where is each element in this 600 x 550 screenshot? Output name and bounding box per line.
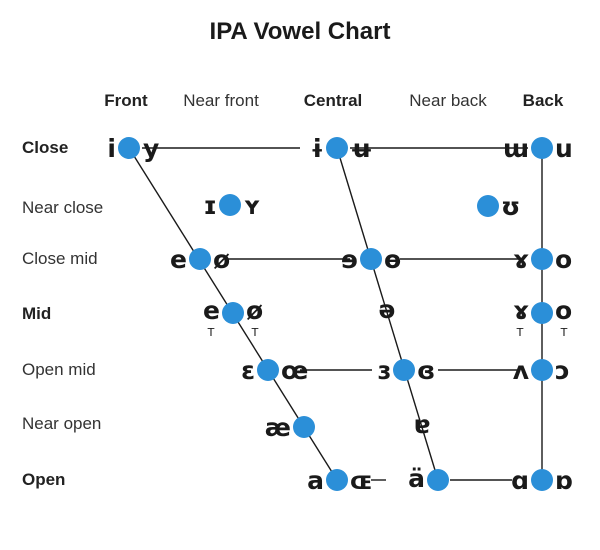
vowel-symbol: e <box>203 296 220 325</box>
vowel-symbol: y <box>143 134 159 163</box>
vowel-symbol: ɶ <box>350 466 373 495</box>
vowel-dot <box>531 302 553 324</box>
vowel-symbol: o <box>555 296 572 325</box>
vowel-symbol: ɘ <box>341 245 358 274</box>
vowel-symbol: ə <box>379 295 396 324</box>
vowel-dot <box>531 469 553 491</box>
vowel-dot <box>531 248 553 270</box>
vowel-close-back: ɯ u <box>503 134 573 163</box>
vowel-near-close-front: ɪ ʏ <box>203 191 261 220</box>
vowel-open-mid-back: ʌ ɔ <box>513 356 570 385</box>
vowel-symbol: ɪ <box>203 191 217 220</box>
column-header-front: Front <box>104 91 148 110</box>
vowel-close-front: i y <box>107 134 159 163</box>
vowel-symbol: ɛ <box>241 356 255 385</box>
vowel-symbol: ɨ <box>310 134 324 163</box>
vowel-dot <box>427 469 449 491</box>
vowel-symbol: ʉ <box>350 134 373 163</box>
vowel-symbol: a <box>307 466 324 495</box>
vowel-symbol: ɞ <box>417 356 435 385</box>
vowel-dot <box>393 359 415 381</box>
vowel-mid-back: ɤ T o T <box>513 296 572 339</box>
chart-title: IPA Vowel Chart <box>209 18 391 45</box>
vowel-symbol: ʏ <box>243 191 261 220</box>
vowel-dot <box>531 137 553 159</box>
row-header-open-mid: Open mid <box>22 360 96 379</box>
vowel-dot <box>222 302 244 324</box>
vowel-close-central: ɨ ʉ <box>310 134 373 163</box>
row-header-close-mid: Close mid <box>22 249 98 268</box>
row-header-open: Open <box>22 470 66 489</box>
vowel-symbol: ɔ <box>555 356 570 385</box>
vowel-dot <box>219 194 241 216</box>
vowel-symbol: o <box>555 245 572 274</box>
vowel-mid-front: e T ø T <box>203 296 263 339</box>
vowel-close-mid-central: ɘ ɵ <box>341 245 401 274</box>
vowel-open-back: ɑ ɒ <box>511 466 573 495</box>
lowered-diacritic: T <box>251 326 259 339</box>
row-header-mid: Mid <box>22 304 52 323</box>
vowel-dot <box>293 416 315 438</box>
vowel-symbol: ɑ <box>511 466 529 495</box>
vowel-symbol: ɯ <box>503 134 529 163</box>
lowered-diacritic: T <box>207 326 215 339</box>
row-header-near-open: Near open <box>22 414 102 433</box>
lowered-diacritic: T <box>560 326 568 339</box>
vowel-symbol: æ <box>265 413 291 442</box>
vowel-open-mid-front: ɛ œ <box>241 356 308 385</box>
vowel-dot <box>257 359 279 381</box>
vowel-near-close-back: ʊ <box>477 192 520 221</box>
vowel-open-front: a ɶ <box>307 466 373 495</box>
vowel-symbol: œ <box>281 356 308 385</box>
vowel-dot <box>189 248 211 270</box>
vowel-open-central: ä <box>408 464 449 493</box>
vowel-symbol: ɜ <box>377 356 391 385</box>
vowel-symbol: ɵ <box>384 245 401 274</box>
vowel-symbol: ä <box>408 464 425 493</box>
vowel-symbol: ø <box>213 245 230 274</box>
vowel-near-open-central: ɐ <box>414 410 431 439</box>
row-header-near-close: Near close <box>22 198 104 217</box>
vowel-near-open-front: æ <box>265 413 315 442</box>
lowered-diacritic: T <box>516 326 524 339</box>
vowel-symbol: ɤ <box>513 245 529 274</box>
vowel-dot <box>326 469 348 491</box>
central-line <box>336 147 439 481</box>
vowel-symbol: u <box>555 134 573 163</box>
vowel-symbol: e <box>170 245 187 274</box>
vowel-symbol: ʊ <box>501 192 520 221</box>
vowel-symbol: ɤ <box>513 296 529 325</box>
vowel-close-mid-back: ɤ o <box>513 245 572 274</box>
column-header-central: Central <box>303 91 363 110</box>
vowel-dot <box>118 137 140 159</box>
vowel-dot <box>531 359 553 381</box>
vowel-open-mid-central: ɜ ɞ <box>377 356 435 385</box>
column-header-near-front: Near front <box>183 91 259 110</box>
vowel-symbol: ʌ <box>513 356 529 385</box>
vowel-symbol: ɒ <box>555 466 573 495</box>
vowel-dot <box>360 248 382 270</box>
vowel-mid-central: ə <box>379 295 396 324</box>
vowel-symbol: ø <box>246 296 263 325</box>
vowel-close-mid-front: e ø <box>170 245 230 274</box>
vowel-symbol: ɐ <box>414 410 431 439</box>
vowel-dot <box>326 137 348 159</box>
column-header-near-back: Near back <box>409 91 487 110</box>
vowel-dot <box>477 195 499 217</box>
vowel-symbol: i <box>107 134 116 163</box>
row-header-close: Close <box>22 138 69 157</box>
column-header-back: Back <box>522 91 564 110</box>
